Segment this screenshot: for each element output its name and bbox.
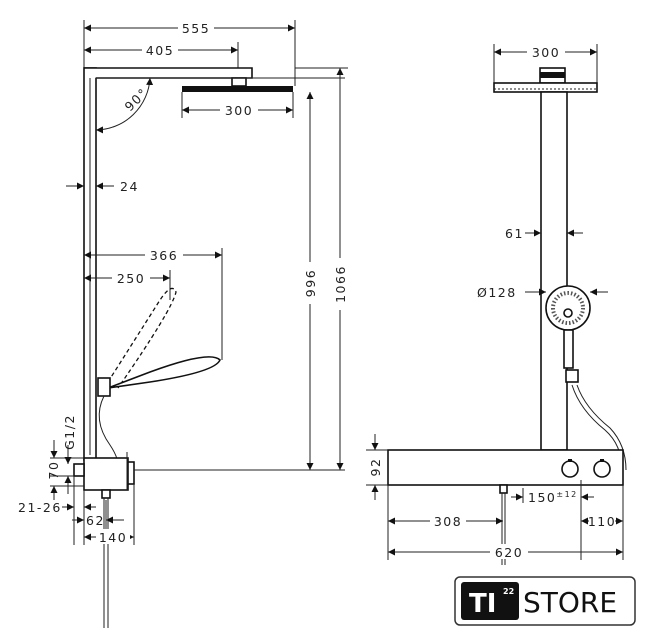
dim-handshower-reach-max: 366 (150, 248, 178, 263)
hand-shower-side (97, 287, 221, 471)
overhead-shower-head (182, 86, 293, 92)
dim-front-head-width: 300 (532, 45, 560, 60)
dim-overall-height: 1066 (333, 265, 348, 303)
dim-right-edge: 110 (588, 514, 616, 529)
dim-inlet-height: 70 (46, 461, 61, 480)
thermostat-body-side (83, 457, 129, 491)
temperature-knob (561, 460, 579, 478)
flow-knob (593, 460, 611, 478)
side-view: 555 405 300 90° 24 366 250 996 (18, 20, 348, 628)
dim-handshower-reach-min: 250 (117, 271, 145, 286)
logo-text: STORE (523, 586, 617, 619)
dim-mixer-height: 92 (368, 458, 383, 477)
thermostat-panel-front (387, 449, 624, 486)
dim-inlet-left: 308 (434, 514, 462, 529)
dim-arm-reach: 405 (146, 43, 174, 58)
dim-inlet-offset: 62 (86, 513, 105, 528)
shower-arm (84, 67, 253, 79)
logo-superscript: 22 (503, 587, 514, 596)
shower-rail-front (540, 91, 568, 451)
logo-mark: TI (469, 589, 496, 619)
overhead-shower-front (493, 82, 598, 93)
dim-overall-reach: 555 (182, 21, 210, 36)
dim-front-rail-width: 61 (505, 226, 524, 241)
store-logo: TI 22 STORE (454, 576, 636, 626)
dim-thread: G1/2 (62, 414, 77, 450)
dim-wall-offset: 21-26 (18, 500, 62, 515)
dim-rail-width: 24 (120, 179, 139, 194)
dim-mixer-width: 620 (495, 545, 523, 560)
dim-angle: 90° (122, 85, 151, 114)
dim-handshower-diameter: Ø128 (477, 285, 517, 300)
dim-inlet-spacing: 150±12 (528, 490, 578, 505)
dim-mixer-depth: 140 (99, 530, 127, 545)
dim-height-to-head: 996 (303, 269, 318, 297)
dim-head-width: 300 (225, 103, 253, 118)
front-view: 300 61 Ø128 92 (366, 44, 627, 565)
